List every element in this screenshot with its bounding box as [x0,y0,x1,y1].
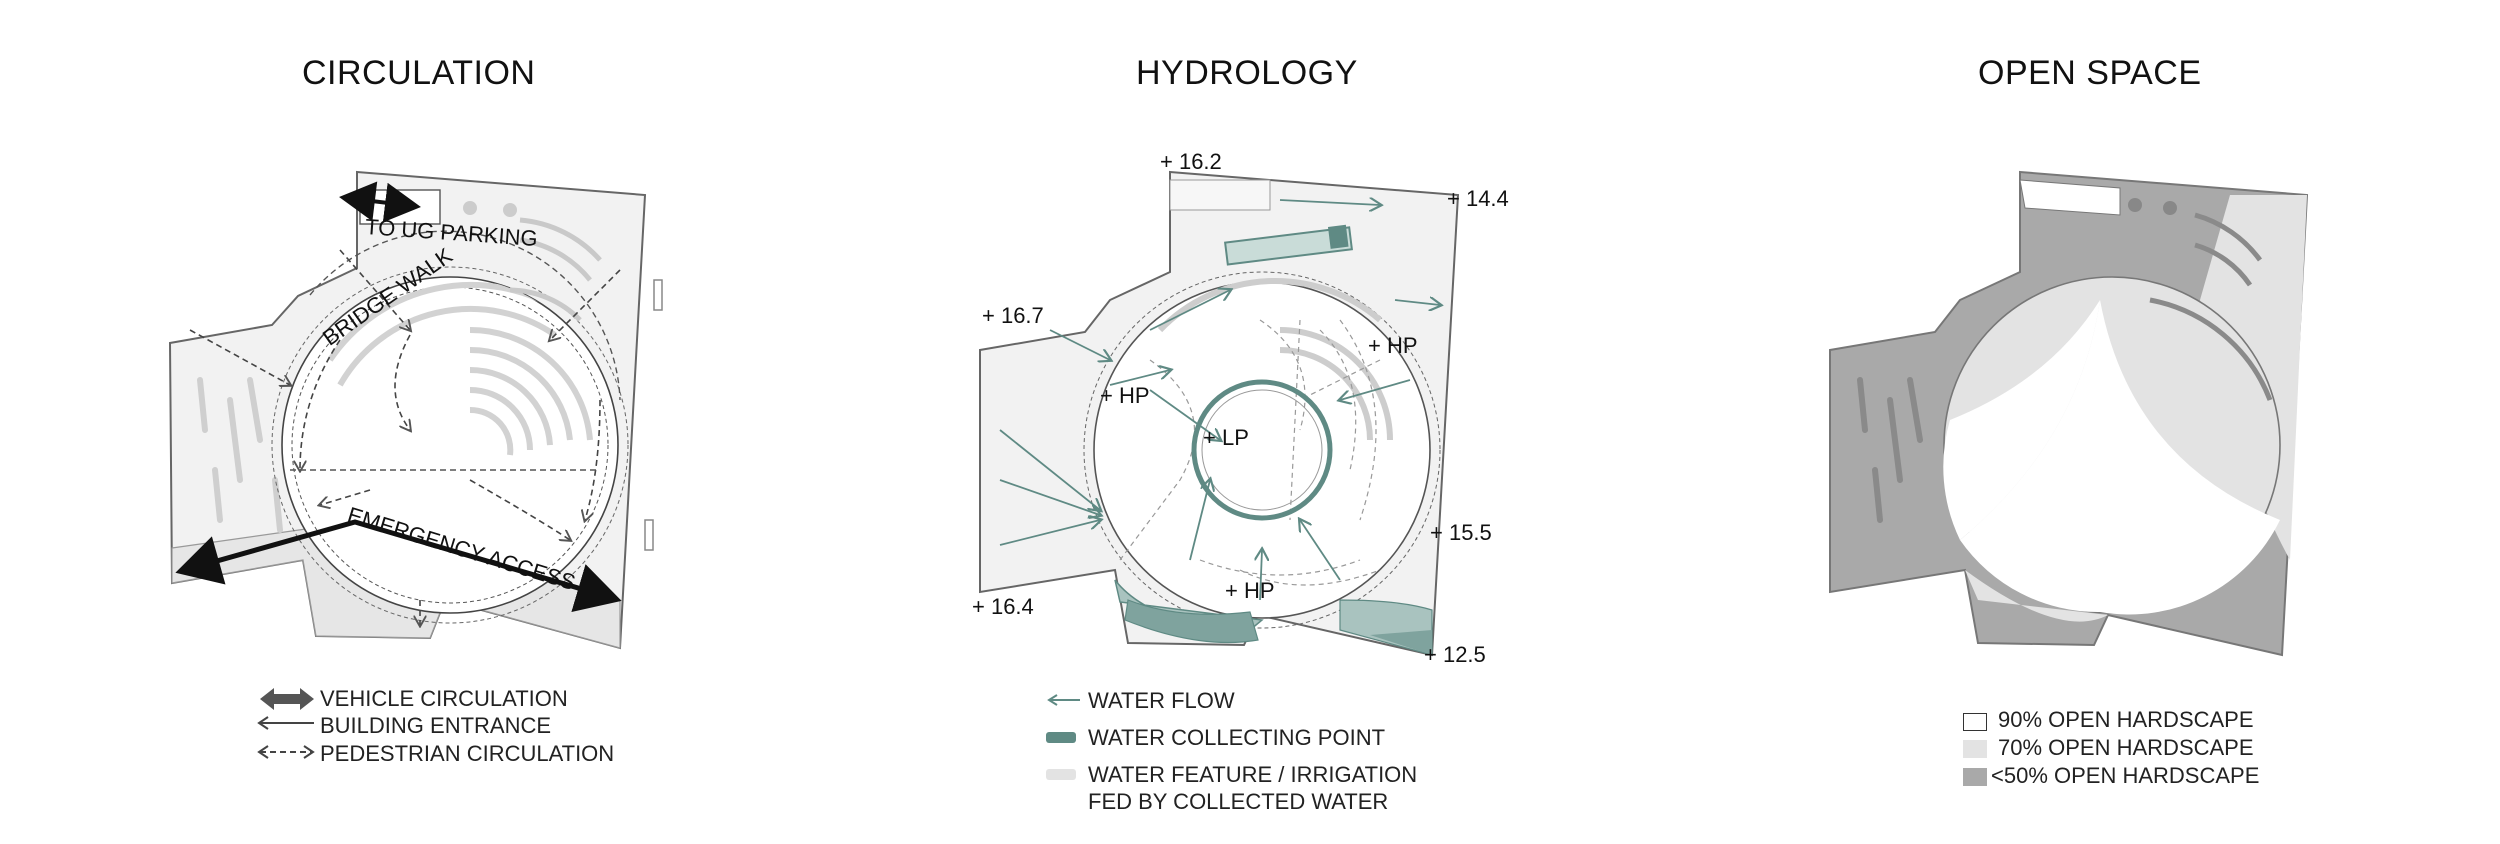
open-space-map [1829,170,2309,657]
legend-label: 90% OPEN HARDSCAPE [1998,707,2254,732]
elevation-label: + 16.7 [982,303,1044,328]
legend-label: WATER COLLECTING POINT [1088,725,1386,750]
legend-label: WATER FEATURE / IRRIGATION [1088,762,1418,787]
circulation-title: CIRCULATION [302,54,536,92]
legend-label: VEHICLE CIRCULATION [320,686,568,711]
elevation-label: + 16.4 [972,594,1034,619]
elevation-label: + 16.2 [1160,149,1222,174]
hydrology-title: HYDROLOGY [1136,54,1358,92]
arrow-icon [1047,694,1080,706]
legend-label: BUILDING ENTRANCE [320,713,552,738]
elevation-label: + 15.5 [1430,520,1492,545]
high-point-label: + HP [1368,333,1418,358]
dashed-arrow-icon [257,745,315,759]
hydrology-map [979,170,1460,657]
arrow-icon [257,716,314,730]
legend-label: PEDESTRIAN CIRCULATION [320,741,615,766]
double-arrow-icon [260,688,314,710]
high-point-label: + HP [1100,383,1150,408]
legend-label: FED BY COLLECTED WATER [1088,789,1389,814]
high-point-label: + HP [1225,578,1275,603]
collecting-point-icon [1046,732,1076,743]
elevation-label: + 12.5 [1424,642,1486,667]
legend-swatch [1963,740,1987,758]
legend-swatch [1963,713,1987,731]
legend-swatch [1963,768,1987,786]
legend-label: <50% OPEN HARDSCAPE [1991,763,2260,788]
low-point-label: + LP [1203,425,1249,450]
legend-label: 70% OPEN HARDSCAPE [1998,735,2254,760]
water-feature-icon [1046,769,1076,780]
legend-label: WATER FLOW [1088,688,1235,713]
open-space-title: OPEN SPACE [1978,54,2202,92]
circulation-map [168,170,663,650]
elevation-label: + 14.4 [1447,186,1509,211]
